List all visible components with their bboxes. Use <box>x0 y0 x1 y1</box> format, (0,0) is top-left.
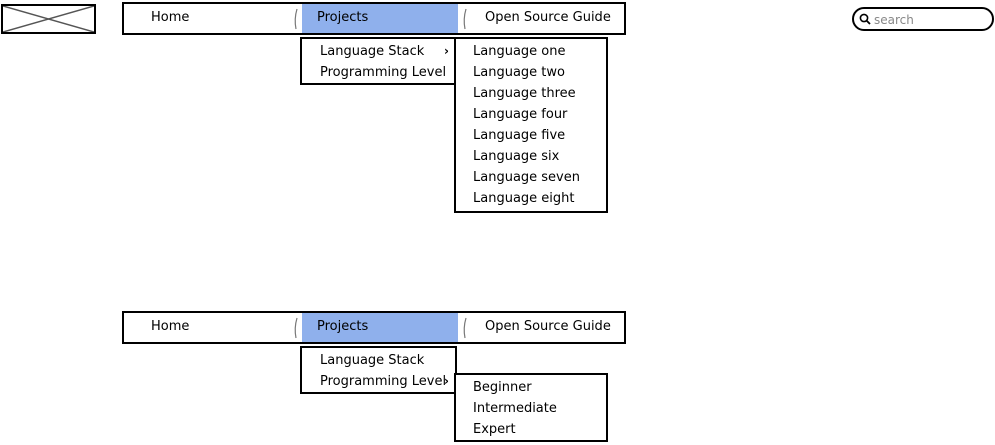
menu-item-language-eight[interactable]: Language eight <box>456 188 606 209</box>
search-input[interactable] <box>874 11 984 28</box>
search-box[interactable] <box>852 7 994 31</box>
nav-separator <box>293 317 299 339</box>
menu-item-language-five[interactable]: Language five <box>456 125 606 146</box>
chevron-right-icon: › <box>444 374 449 388</box>
menu-item-label: Expert <box>473 422 516 437</box>
nav-item-label: Projects <box>317 10 369 25</box>
logo-placeholder <box>1 4 96 34</box>
projects-dropdown-top: Language Stack › Programming Level <box>300 37 457 85</box>
nav-item-home[interactable]: Home <box>124 4 300 33</box>
menu-item-programming-level[interactable]: Programming Level <box>302 62 455 83</box>
menu-item-language-three[interactable]: Language three <box>456 83 606 104</box>
menu-item-label: Beginner <box>473 380 532 395</box>
nav-separator <box>293 8 299 30</box>
menu-item-label: Language one <box>473 44 566 59</box>
menu-item-beginner[interactable]: Beginner <box>456 377 606 398</box>
projects-dropdown-bottom: Language Stack Programming Level › <box>300 346 457 394</box>
chevron-right-icon: › <box>444 44 449 58</box>
language-stack-submenu: Language one Language two Language three… <box>454 37 608 213</box>
nav-item-label: Projects <box>317 319 369 334</box>
menu-item-label: Language eight <box>473 191 575 206</box>
menu-item-label: Language three <box>473 86 576 101</box>
menu-item-language-four[interactable]: Language four <box>456 104 606 125</box>
nav-item-label: Home <box>151 319 190 334</box>
menu-item-language-six[interactable]: Language six <box>456 146 606 167</box>
navbar-top: Home Projects Open Source Guide <box>122 2 626 35</box>
menu-item-language-seven[interactable]: Language seven <box>456 167 606 188</box>
menu-item-expert[interactable]: Expert <box>456 419 606 440</box>
nav-item-home[interactable]: Home <box>124 313 300 342</box>
menu-item-label: Language six <box>473 149 560 164</box>
menu-item-label: Language five <box>473 128 566 143</box>
nav-item-projects[interactable]: Projects <box>302 4 458 33</box>
nav-separator <box>462 317 468 339</box>
menu-item-label: Programming Level <box>320 374 447 389</box>
menu-item-language-stack[interactable]: Language Stack <box>302 350 455 371</box>
menu-item-label: Language Stack <box>320 44 425 59</box>
nav-item-projects[interactable]: Projects <box>302 313 458 342</box>
navbar-bottom: Home Projects Open Source Guide <box>122 311 626 344</box>
menu-item-label: Language Stack <box>320 353 425 368</box>
menu-item-label: Language four <box>473 107 568 122</box>
menu-item-language-two[interactable]: Language two <box>456 62 606 83</box>
menu-item-intermediate[interactable]: Intermediate <box>456 398 606 419</box>
menu-item-label: Language seven <box>473 170 580 185</box>
nav-separator <box>462 8 468 30</box>
programming-level-submenu: Beginner Intermediate Expert <box>454 373 608 442</box>
menu-item-language-stack[interactable]: Language Stack › <box>302 41 455 62</box>
search-icon <box>859 13 871 25</box>
nav-item-open-source-guide[interactable]: Open Source Guide <box>458 313 624 342</box>
menu-item-label: Programming Level <box>320 65 447 80</box>
nav-item-open-source-guide[interactable]: Open Source Guide <box>458 4 624 33</box>
menu-item-label: Intermediate <box>473 401 557 416</box>
menu-item-label: Language two <box>473 65 565 80</box>
nav-item-label: Open Source Guide <box>485 319 611 334</box>
image-placeholder-icon <box>3 6 94 32</box>
menu-item-programming-level[interactable]: Programming Level › <box>302 371 455 392</box>
nav-item-label: Home <box>151 10 190 25</box>
menu-item-language-one[interactable]: Language one <box>456 41 606 62</box>
nav-item-label: Open Source Guide <box>485 10 611 25</box>
